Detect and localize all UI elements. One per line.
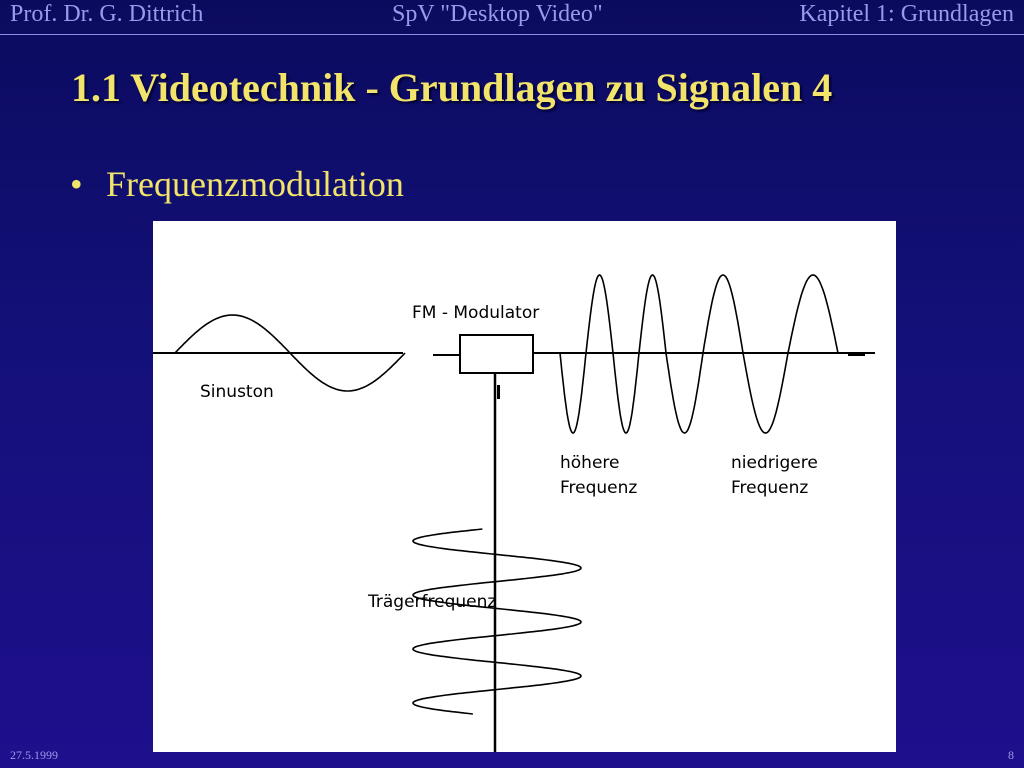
fm-modulator-box [459, 334, 534, 374]
sine-tone-wave [174, 314, 406, 392]
carrier-axis-tick [497, 385, 500, 399]
fm-output-wave [559, 274, 848, 434]
footer-page-number: 8 [1008, 748, 1014, 762]
higher-frequency-label-1: höhere [560, 453, 619, 473]
fm-diagram: FM - Modulator Sinuston höhere Frequenz … [153, 221, 896, 752]
modulator-label: FM - Modulator [412, 303, 539, 323]
slide-title: 1.1 Videotechnik - Grundlagen zu Signale… [71, 65, 833, 110]
sinuston-label: Sinuston [200, 382, 274, 402]
slide-header: Prof. Dr. G. Dittrich SpV "Desktop Video… [0, 0, 1024, 35]
header-author: Prof. Dr. G. Dittrich [10, 1, 204, 27]
header-chapter: Kapitel 1: Grundlagen [799, 1, 1014, 27]
carrier-frequency-label: Trägerfrequenz [367, 592, 496, 612]
higher-frequency-label-2: Frequenz [560, 478, 637, 498]
carrier-wave [412, 528, 582, 715]
header-course: SpV "Desktop Video" [392, 1, 603, 27]
lower-frequency-label-2: Frequenz [731, 478, 808, 498]
fm-diagram-svg: FM - Modulator Sinuston höhere Frequenz … [153, 274, 875, 752]
bullet-text: Frequenzmodulation [106, 164, 404, 204]
bullet-item: • Frequenzmodulation [70, 163, 404, 205]
lower-frequency-label-1: niedrigere [731, 453, 818, 473]
bullet-dot-icon: • [70, 164, 83, 204]
footer-date: 27.5.1999 [10, 748, 58, 762]
